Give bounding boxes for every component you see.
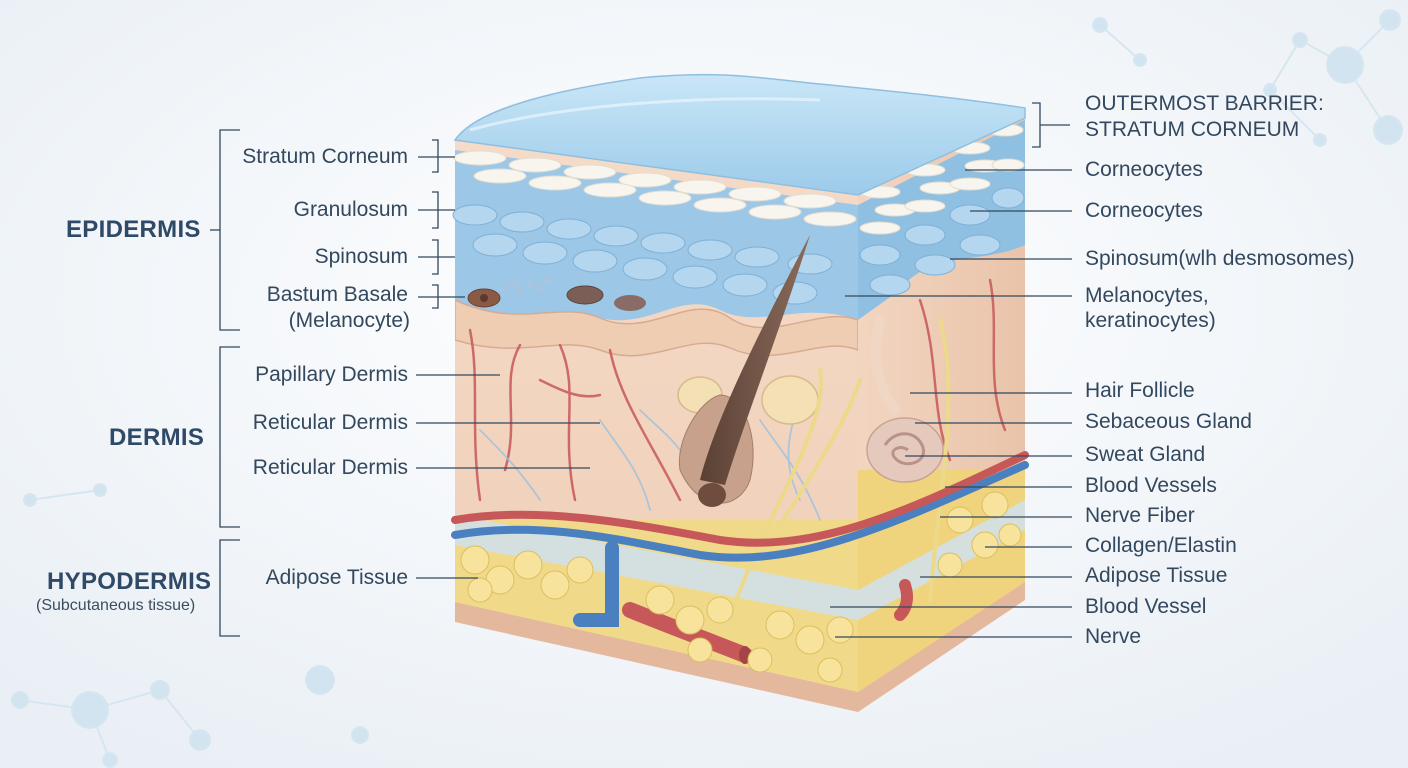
region-dermis: DERMIS xyxy=(109,424,205,451)
label-nerve-fiber: Nerve Fiber xyxy=(1085,504,1195,527)
label-spinosum: Spinosum xyxy=(314,245,408,268)
label-blood-vessels: Blood Vessels xyxy=(1085,474,1217,497)
adipose-cells xyxy=(460,491,1022,683)
label-papillary-dermis: Papillary Dermis xyxy=(255,363,408,386)
label-nerve: Nerve xyxy=(1085,625,1142,648)
label-collagen-elastin: Collagen/Elastin xyxy=(1085,534,1237,557)
label-blood-vessel: Blood Vessel xyxy=(1085,595,1207,618)
molecule-decoration xyxy=(11,9,1403,768)
sweat-gland xyxy=(866,315,944,483)
label-spinosum-desmosomes: Spinosum(wlh desmosomes) xyxy=(1085,247,1355,270)
label-granulosum: Granulosum xyxy=(293,198,408,221)
label-adipose-tissue-right: Adipose Tissue xyxy=(1085,564,1228,587)
label-barrier-line1: OUTERMOST BARRIER: xyxy=(1085,92,1324,115)
leader-lines xyxy=(210,102,1072,638)
major-blood-vessels xyxy=(451,451,1029,664)
region-epidermis: EPIDERMIS xyxy=(66,216,201,243)
label-basale-line1: Bastum Basale xyxy=(266,283,408,306)
label-barrier-line2: STRATUM CORNEUM xyxy=(1085,118,1300,141)
melanocyte-cells xyxy=(467,277,646,311)
region-hypodermis-subtitle: (Subcutaneous tissue) xyxy=(36,597,196,614)
label-adipose-tissue-left: Adipose Tissue xyxy=(265,566,408,589)
label-corneocytes-1: Corneocytes xyxy=(1085,158,1203,181)
hair-follicle xyxy=(678,235,810,507)
stratum-corneum-surface xyxy=(453,73,1026,196)
label-stratum-corneum: Stratum Corneum xyxy=(242,145,408,168)
keratinocyte-cells xyxy=(452,187,1025,305)
region-hypodermis: HYPODERMIS xyxy=(47,568,212,595)
label-corneocytes-2: Corneocytes xyxy=(1085,199,1203,222)
label-sebaceous-gland: Sebaceous Gland xyxy=(1085,410,1252,433)
label-melanocytes-line2: keratinocytes) xyxy=(1085,309,1216,332)
label-basale-line2: (Melanocyte) xyxy=(288,309,410,332)
label-hair-follicle: Hair Follicle xyxy=(1085,379,1195,402)
label-reticular-dermis-2: Reticular Dermis xyxy=(252,456,408,479)
label-melanocytes-line1: Melanocytes, xyxy=(1085,284,1209,307)
label-sweat-gland: Sweat Gland xyxy=(1085,443,1206,466)
label-reticular-dermis-1: Reticular Dermis xyxy=(252,411,408,434)
block-base xyxy=(455,580,1025,712)
capillary-network xyxy=(468,278,1007,521)
